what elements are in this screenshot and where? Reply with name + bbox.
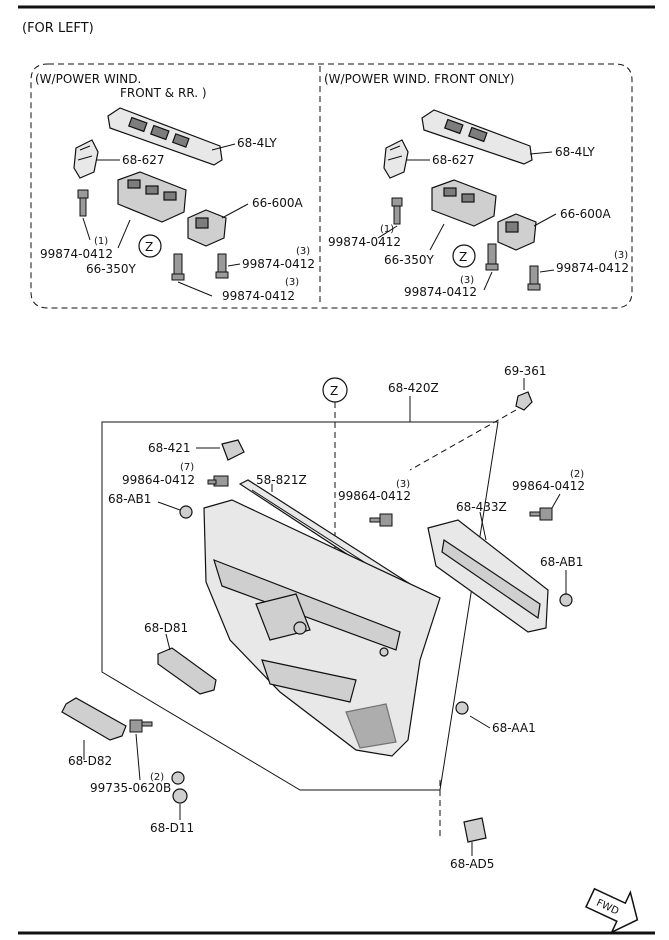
label-weather-strip: 58-821Z: [256, 473, 307, 487]
screw-left-3: [215, 253, 229, 279]
option-box: [30, 63, 633, 309]
clip-ad5: [463, 817, 487, 843]
pad-d82: [61, 697, 127, 741]
assembly-frame: [101, 421, 499, 791]
clip-ab1-right: [559, 593, 573, 607]
cap-68-421: [221, 439, 245, 461]
screw-left-1: [77, 189, 89, 217]
z-marker-left: [138, 234, 162, 258]
label-clip-ab1-right: 68-AB1: [540, 555, 583, 569]
z-marker-right-label: Z: [459, 250, 467, 264]
label-trim-assy: 68-420Z: [388, 381, 439, 395]
left-box-title-1: (W/POWER WIND.: [35, 72, 141, 86]
label-handle-d81: 68-D81: [144, 621, 188, 635]
label-screw-main-1: 99864-0412: [122, 473, 195, 487]
label-bezel-right: 68-4LY: [555, 145, 595, 159]
label-switch-main-left: 66-350Y: [86, 262, 137, 276]
label-screw-left-3-qty: (3): [296, 246, 310, 257]
label-clip-aa1: 68-AA1: [492, 721, 536, 735]
z-marker-right: [452, 244, 476, 268]
plug-d11: [171, 771, 188, 804]
label-plug-d11: 68-D11: [150, 821, 194, 835]
bracket-right: [383, 139, 409, 179]
bracket-left: [73, 139, 99, 179]
screw-left-2: [171, 253, 185, 281]
door-pocket: [427, 519, 549, 633]
bezel-left: [107, 107, 223, 166]
label-screw-right-1-qty: (1): [380, 224, 394, 235]
label-bracket-right: 68-627: [432, 153, 475, 167]
header-title: (FOR LEFT): [22, 21, 94, 36]
clip-aa1: [455, 701, 469, 715]
clip-ab1-left: [179, 505, 193, 519]
label-clip-top: 69-361: [504, 364, 547, 378]
screw-right-3: [527, 265, 541, 291]
label-screw-left-1-qty: (1): [94, 236, 108, 247]
screw-right-1: [391, 197, 403, 225]
label-screw-main-3-qty: (2): [570, 469, 584, 480]
label-clip-ad5: 68-AD5: [450, 857, 494, 871]
bezel-right: [421, 109, 533, 165]
left-box-title-2: FRONT & RR. ): [120, 86, 207, 100]
label-bezel-left: 68-4LY: [237, 136, 277, 150]
label-screw-right-1: 99874-0412: [328, 235, 401, 249]
screw-right-2: [485, 243, 499, 271]
label-screw-main-1-qty: (7): [180, 462, 194, 473]
label-switch-small-right: 66-600A: [560, 207, 612, 221]
label-screw-right-2-qty: (3): [460, 275, 474, 286]
label-screw-main-2: 99864-0412: [338, 489, 411, 503]
label-clip-ab1-left: 68-AB1: [108, 492, 151, 506]
door-trim-panel: [203, 499, 441, 757]
label-screw-left-2-qty: (3): [285, 277, 299, 288]
label-cap-421: 68-421: [148, 441, 191, 455]
label-bracket-left: 68-627: [122, 153, 165, 167]
z-marker-main-label: Z: [330, 384, 338, 398]
switch-main-right: [431, 179, 497, 227]
switch-main-left: [117, 171, 187, 223]
z-marker-left-label: Z: [145, 240, 153, 254]
fwd-arrow: [585, 887, 639, 934]
switch-small-left: [187, 209, 227, 247]
switch-small-right: [497, 213, 537, 251]
label-screw-main-4: 99735-0620B: [90, 781, 171, 795]
screw-main-1: [207, 475, 229, 487]
clip-top-69-361: [515, 391, 533, 411]
label-screw-main-4-qty: (2): [150, 772, 164, 783]
handle-d81: [157, 647, 217, 695]
label-switch-main-right: 66-350Y: [384, 253, 435, 267]
label-screw-left-2: 99874-0412: [222, 289, 295, 303]
right-box-title: (W/POWER WIND. FRONT ONLY): [324, 72, 514, 86]
label-pocket: 68-433Z: [456, 500, 507, 514]
label-screw-main-2-qty: (3): [396, 479, 410, 490]
label-screw-right-3-qty: (3): [614, 250, 628, 261]
label-screw-main-3: 99864-0412: [512, 479, 585, 493]
label-pad-d82: 68-D82: [68, 754, 112, 768]
label-switch-small-left: 66-600A: [252, 196, 304, 210]
label-screw-left-3: 99874-0412: [242, 257, 315, 271]
label-screw-right-2: 99874-0412: [404, 285, 477, 299]
screw-main-4: [129, 719, 153, 733]
screw-main-2: [369, 513, 393, 527]
screw-main-3: [529, 507, 553, 521]
label-screw-left-1: 99874-0412: [40, 247, 113, 261]
label-screw-right-3: 99874-0412: [556, 261, 629, 275]
